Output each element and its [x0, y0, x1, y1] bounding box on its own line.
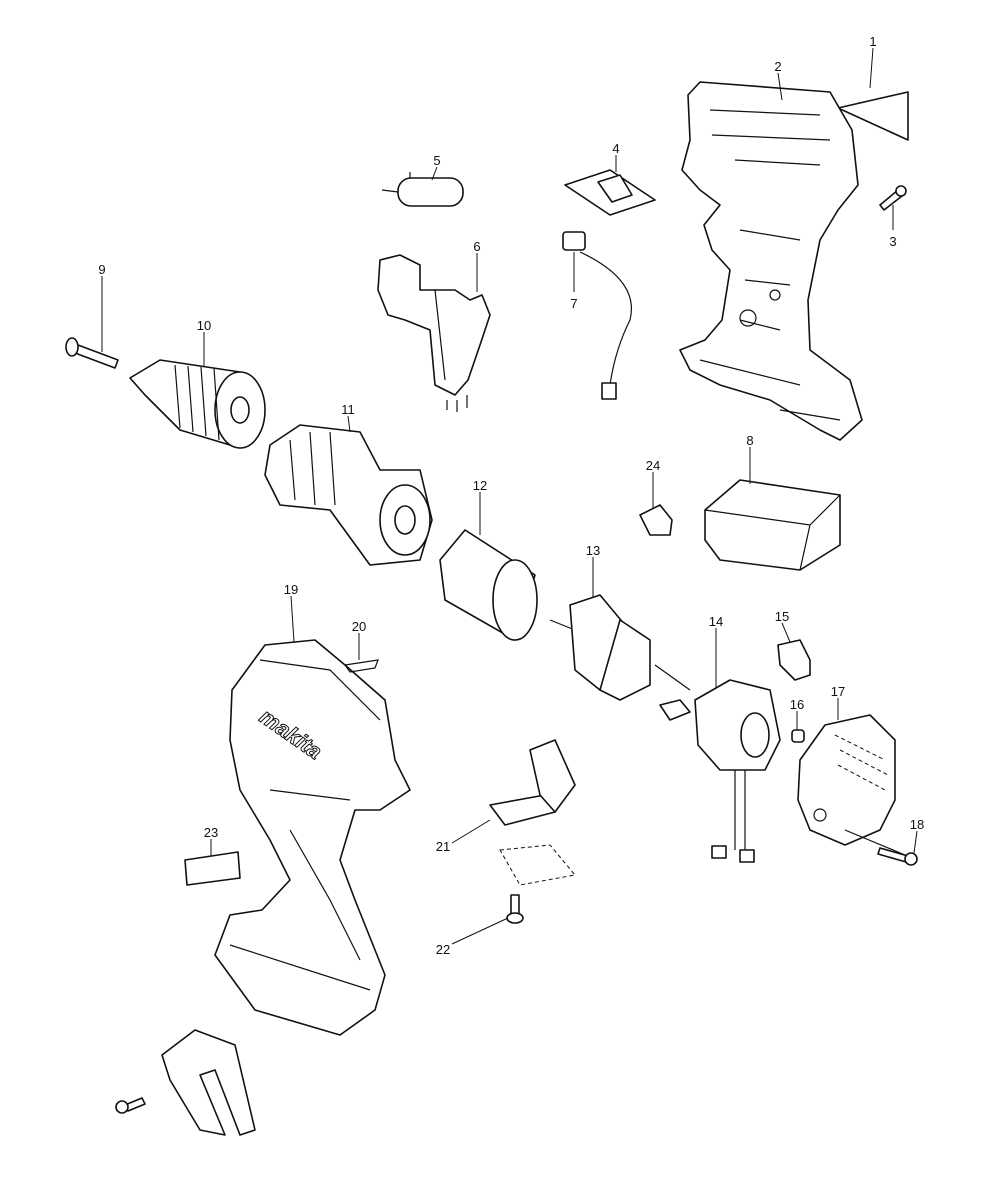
callout-1: 1: [869, 34, 876, 49]
part-4-lever: [564, 169, 656, 216]
callout-23: 23: [204, 825, 218, 840]
leader-lines: [101, 47, 918, 945]
part-carbon-connector: [659, 699, 691, 721]
part-22-screw: [506, 894, 524, 924]
part-8-terminal: [704, 479, 841, 571]
callout-21: 21: [436, 839, 450, 854]
part-7-led-wire: [562, 231, 632, 400]
part-1-label-plate: [837, 91, 909, 141]
callout-13: 13: [586, 543, 600, 558]
part-23-label: [184, 851, 241, 886]
callout-6: 6: [473, 239, 480, 254]
part-18-screw: [844, 829, 918, 866]
callout-20: 20: [352, 619, 366, 634]
part-13-armature: [549, 594, 691, 701]
callout-3: 3: [889, 234, 896, 249]
part-20-spring: [343, 659, 379, 673]
part-19-housing-left: makita: [214, 639, 411, 1036]
part-3-screw: [879, 185, 907, 211]
callout-19: 19: [284, 582, 298, 597]
belt-clip-screw: [115, 1097, 146, 1114]
callout-18: 18: [910, 817, 924, 832]
callout-2: 2: [774, 59, 781, 74]
part-14-brush-holder: [694, 679, 781, 863]
belt-clip: [161, 1029, 256, 1136]
callout-14: 14: [709, 614, 723, 629]
part-15-clip: [777, 639, 811, 681]
part-2-housing: [679, 81, 863, 441]
callout-16: 16: [790, 697, 804, 712]
part-12-magnet-housing: [439, 529, 538, 641]
callout-labels: 1 2 3 4 5 6 7 8 9 10 11 12 13 14 15 16 1…: [98, 34, 924, 957]
callout-11: 11: [341, 402, 355, 417]
part-10-chuck: [129, 359, 266, 449]
callout-17: 17: [831, 684, 845, 699]
part-11-gear-assembly: [264, 424, 433, 566]
part-21-plate: [489, 739, 576, 886]
callout-5: 5: [433, 153, 440, 168]
callout-8: 8: [746, 433, 753, 448]
callout-7: 7: [570, 296, 577, 311]
part-5-trigger-cap: [381, 172, 464, 207]
callout-9: 9: [98, 262, 105, 277]
part-6-switch: [377, 254, 491, 412]
part-17-rear-cover: [797, 714, 896, 846]
callout-10: 10: [197, 318, 211, 333]
part-16-bushing: [791, 729, 805, 743]
callout-24: 24: [646, 458, 660, 473]
part-24-holder: [639, 504, 673, 536]
callout-15: 15: [775, 609, 789, 624]
callout-4: 4: [612, 141, 619, 156]
callout-22: 22: [436, 942, 450, 957]
callout-12: 12: [473, 478, 487, 493]
part-9-bolt: [65, 337, 119, 369]
